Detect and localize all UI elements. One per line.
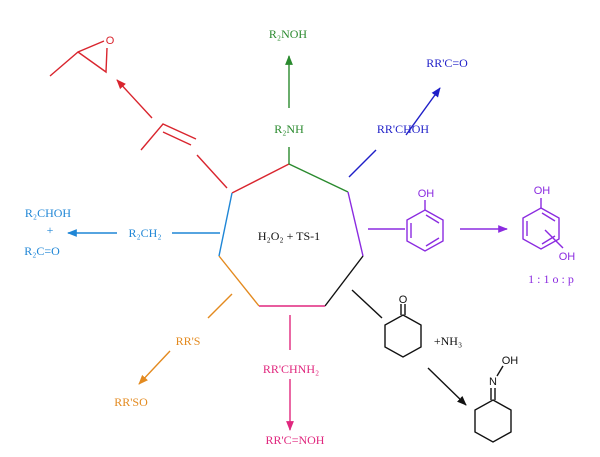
heptagon-edge-green: [288, 163, 349, 193]
phenol-ring-double-2: [425, 237, 440, 247]
product-ring: [522, 207, 560, 250]
primary-amine-product: RR'C=NOH: [266, 433, 325, 447]
ammonia-reagent: +NH₃: [434, 334, 462, 348]
sulfide-product: RR'SO: [114, 395, 148, 409]
primary-amine-reactant: RR'CHNH₂: [263, 362, 319, 376]
alcohol-reactant: RR'CHOH: [377, 122, 430, 136]
heptagon-edge-orange: [218, 255, 260, 307]
product-oh-top: OH: [534, 185, 551, 197]
reaction-arrow: [405, 87, 441, 136]
heptagon-edge-lightblue: [218, 192, 233, 257]
amine-product: R₂NOH: [269, 27, 308, 41]
isomer-ratio: 1 : 1 o : p: [528, 272, 574, 286]
ketone-oxygen: O: [399, 294, 408, 306]
product-ring-double-1: [541, 212, 556, 222]
ammoximation-branch: [351, 289, 512, 443]
propene-double-bond: [162, 131, 192, 146]
heptagon-edge-purple: [347, 191, 364, 257]
sulfide-branch: [138, 293, 233, 385]
heptagon-edge-red: [231, 163, 290, 194]
connector-line: [196, 154, 228, 189]
product-sub-bond: [544, 229, 564, 249]
connector-line: [351, 289, 383, 319]
oxime-nitrogen: N: [489, 376, 497, 388]
connector-line: [348, 149, 377, 178]
reaction-arrow: [116, 79, 153, 119]
alkane-product-2: R₂C=O: [24, 244, 60, 258]
sulfide-reactant: RR'S: [176, 334, 201, 348]
connector-line: [207, 293, 233, 319]
heptagon: [218, 163, 364, 307]
oxime-oh: OH: [502, 355, 519, 367]
alcohol-branch: [348, 87, 441, 178]
alcohol-product: RR'C=O: [426, 56, 468, 70]
epoxide-oxygen: O: [106, 35, 115, 47]
product-oh-sub: OH: [559, 251, 576, 263]
oxime-no-bond: [496, 365, 504, 377]
alkane-product-1: R₂CHOH: [25, 206, 72, 220]
epoxide-structure: [49, 40, 105, 77]
phenol-ring: [406, 209, 444, 252]
propene-structure: [140, 123, 197, 151]
epoxidation-branch: [49, 40, 228, 189]
phenol-branch: [368, 198, 564, 252]
phenol-oh: OH: [418, 188, 435, 200]
alkane-reactant: R₂CH₂: [128, 226, 161, 240]
reaction-arrow: [138, 350, 171, 385]
heptagon-edge-black: [324, 255, 364, 307]
cyclohexanone-ring: [384, 314, 422, 358]
epoxide-ring: [77, 47, 108, 74]
amine-reactant: R₂NH: [274, 122, 304, 136]
phenol-ring-double-1: [425, 214, 440, 224]
oxime-ring: [474, 399, 512, 443]
center-label: H₂O₂ + TS-1: [258, 229, 320, 243]
reaction-arrow: [427, 367, 467, 406]
alkane-plus: +: [47, 223, 54, 237]
